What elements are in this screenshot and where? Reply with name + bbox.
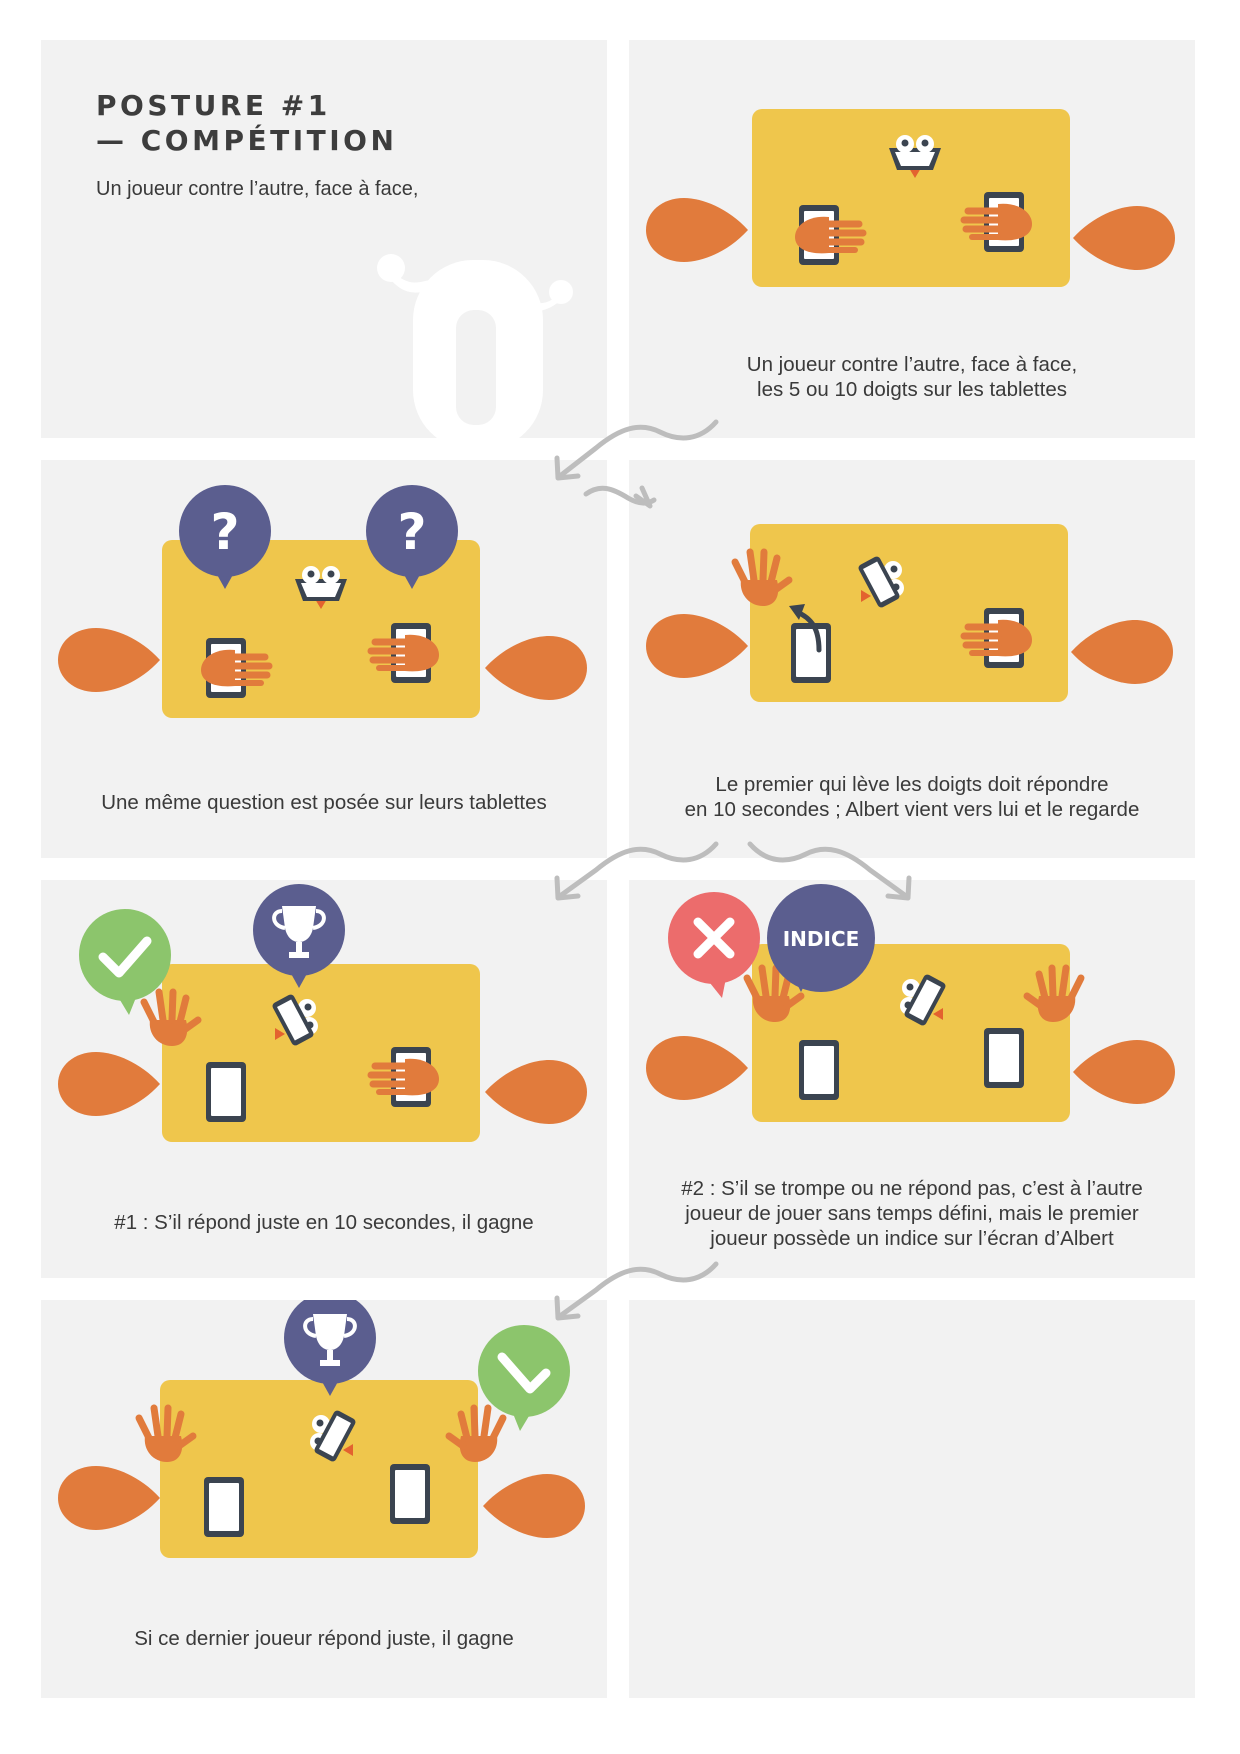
player-right [1073,206,1175,270]
hand-flat-left [201,650,269,687]
tablet-left [799,1040,839,1100]
player-left [58,1466,160,1530]
step-caption-2: Une même question est posée sur leurs ta… [101,791,547,814]
question-bubble-left: ? [179,485,271,589]
tablet-right [390,1464,430,1524]
player-right [1073,1040,1175,1104]
step-panel-5: INDICE #2 : S’il se trompe ou ne répond … [629,880,1195,1278]
hand-flat-right [964,204,1032,241]
step-3-illustration [646,524,1173,702]
step-panel-3: Le premier qui lève les doigts doit répo… [629,460,1195,858]
intro-text: Un joueur contre l’autre, face à face, [96,178,419,200]
player-right [483,1474,585,1538]
step-2-illustration: ? ? [58,485,587,718]
checkmark-icon [478,1325,570,1431]
tablet-left [204,1477,244,1537]
player-right [1071,620,1173,684]
step-caption-3: Le premier qui lève les doigts doit répo… [684,773,1140,821]
title-line-2: — COMPÉTITION [96,124,398,157]
step-caption-4: #1 : S’il répond juste en 10 secondes, i… [114,1211,534,1234]
question-bubble-right: ? [366,485,458,589]
empty-panel [629,1300,1195,1698]
page-title: POSTURE #1 — COMPÉTITION [96,88,397,158]
title-panel: POSTURE #1 — COMPÉTITION Un joueur contr… [41,40,607,438]
svg-text:?: ? [397,503,426,561]
robot-watermark-icon [377,254,573,438]
player-right [485,636,587,700]
step-caption-6: Si ce dernier joueur répond juste, il ga… [134,1627,514,1650]
player-left [646,198,748,262]
hand-flat-left [795,217,863,254]
step-caption-5: #2 : S’il se trompe ou ne répond pas, c’… [681,1177,1143,1250]
step-panel-1: Un joueur contre l’autre, face à face, l… [629,40,1195,438]
hand-flat-right [371,635,439,672]
tablet-left [791,623,831,683]
hand-flat-right [371,1059,439,1096]
hint-label: INDICE [783,927,860,951]
player-right [485,1060,587,1124]
step-4-illustration [58,882,587,1142]
player-left [58,1052,160,1116]
player-left [58,628,160,692]
step-panel-6: Si ce dernier joueur répond juste, il ga… [41,1300,607,1698]
step-1-illustration [646,109,1175,287]
step-panel-4: #1 : S’il répond juste en 10 secondes, i… [41,880,607,1278]
player-left [646,614,748,678]
title-line-1: POSTURE #1 [96,89,331,122]
tablet-left [206,1062,246,1122]
step-panel-2: ? ? Une même question est posée sur leur… [41,460,607,858]
hint-bubble: INDICE [767,884,875,992]
tablet-right [984,1028,1024,1088]
step-5-illustration: INDICE [646,884,1175,1122]
player-left [646,1036,748,1100]
step-6-illustration [58,1300,585,1558]
hand-flat-right [964,620,1032,657]
step-caption-1: Un joueur contre l’autre, face à face, l… [746,353,1078,401]
svg-text:?: ? [210,503,239,561]
